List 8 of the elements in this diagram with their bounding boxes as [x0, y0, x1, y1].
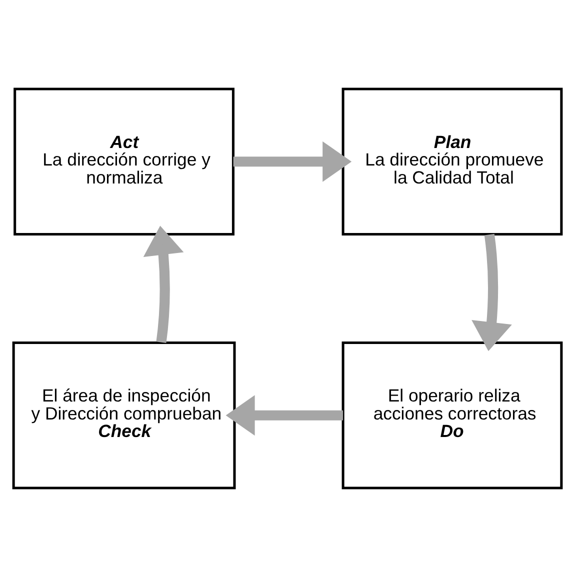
- arrow: [233, 141, 352, 182]
- node-box: Plan La dirección promueve la Calidad Total: [342, 88, 563, 236]
- arrow: [226, 395, 343, 436]
- node-box: El área de inspección y Dirección comprueban Check: [12, 342, 236, 490]
- node-box: Act La dirección corrige y normaliza: [14, 88, 234, 236]
- node-box: El operario reliza acciones correctoras Do: [342, 342, 563, 490]
- arrow: [472, 234, 512, 352]
- arrow: [143, 226, 184, 343]
